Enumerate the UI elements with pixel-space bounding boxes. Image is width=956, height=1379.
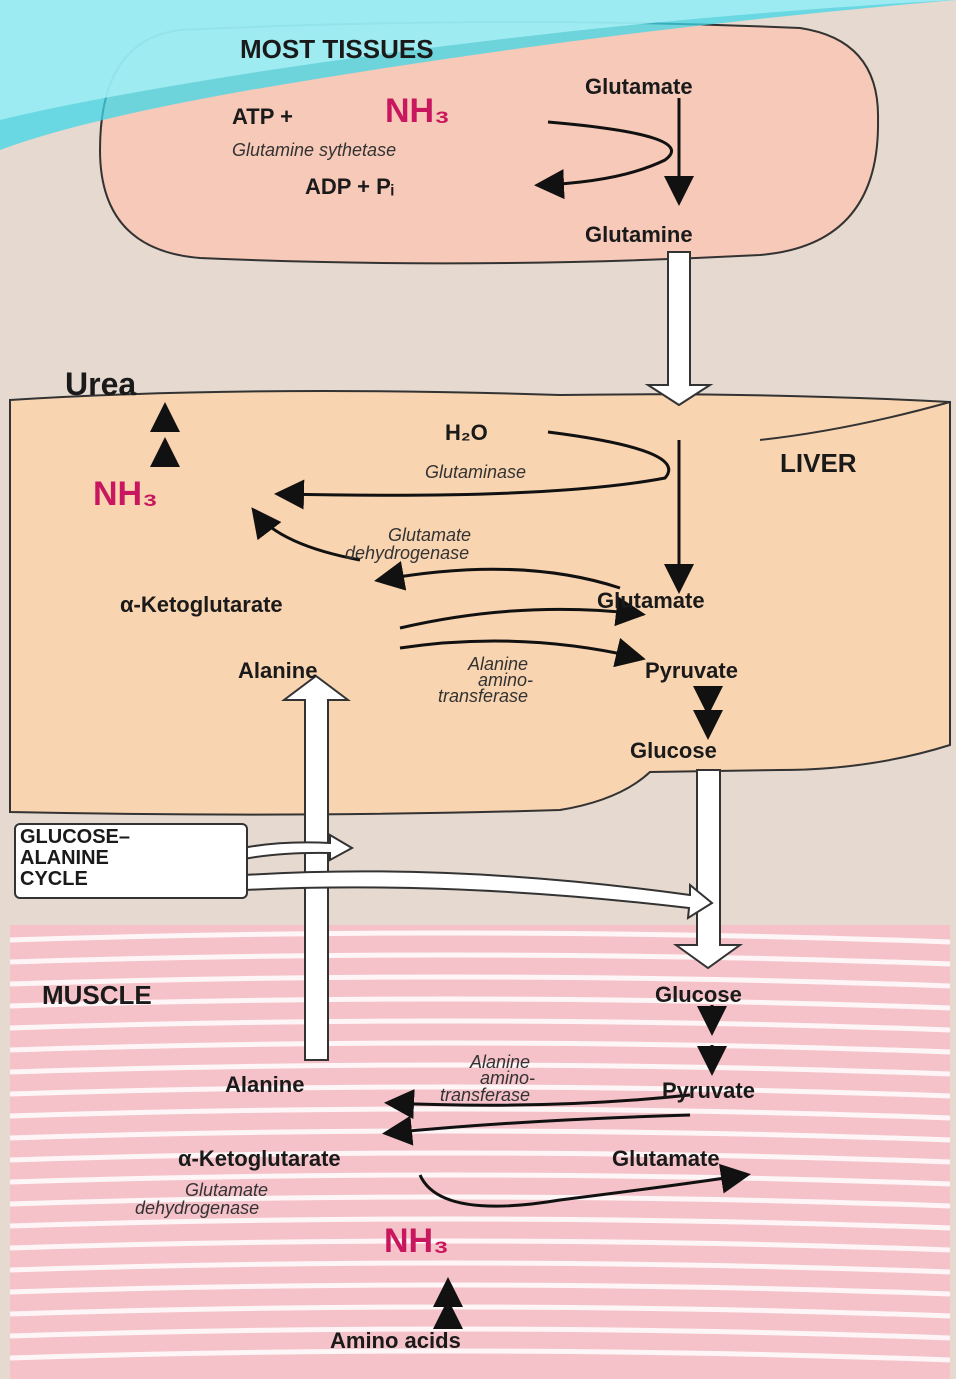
- liver-urea: Urea: [65, 366, 136, 403]
- muscle-amino-acids: Amino acids: [330, 1328, 461, 1354]
- cycle-label-1: GLUCOSE–: [20, 826, 130, 849]
- tissues-adp: ADP + Pᵢ: [305, 174, 394, 200]
- muscle-nh3: NH₃: [384, 1222, 449, 1261]
- liver-glucose: Glucose: [630, 738, 717, 764]
- tissues-atp: ATP +: [232, 104, 293, 130]
- liver-aketo: α-Ketoglutarate: [120, 592, 283, 618]
- muscle-alt-3: transferase: [440, 1085, 530, 1106]
- muscle-pyruvate: Pyruvate: [662, 1078, 755, 1104]
- liver-glutamate: Glutamate: [597, 588, 705, 614]
- muscle-aketo: α-Ketoglutarate: [178, 1146, 341, 1172]
- muscle-gdh-2: dehydrogenase: [135, 1198, 259, 1219]
- tissues-enzyme: Glutamine sythetase: [232, 140, 396, 161]
- muscle-glutamate: Glutamate: [612, 1146, 720, 1172]
- liver-glutaminase: Glutaminase: [425, 462, 526, 483]
- liver-h2o: H₂O: [445, 420, 488, 446]
- cycle-label-3: CYCLE: [20, 868, 88, 891]
- region-label-tissues: MOST TISSUES: [240, 34, 434, 65]
- muscle-alanine: Alanine: [225, 1072, 304, 1098]
- region-label-muscle: MUSCLE: [42, 980, 152, 1011]
- liver-alt-3: transferase: [438, 686, 528, 707]
- liver-nh3: NH₃: [93, 475, 158, 514]
- liver-pyruvate: Pyruvate: [645, 658, 738, 684]
- tissues-nh3: NH₃: [385, 92, 450, 131]
- tissues-glutamate: Glutamate: [585, 74, 693, 100]
- tissues-glutamine: Glutamine: [585, 222, 693, 248]
- liver-gdh-2: dehydrogenase: [345, 543, 469, 564]
- liver-alanine: Alanine: [238, 658, 317, 684]
- cycle-label-2: ALANINE: [20, 847, 109, 870]
- region-label-liver: LIVER: [780, 448, 857, 479]
- muscle-glucose: Glucose: [655, 982, 742, 1008]
